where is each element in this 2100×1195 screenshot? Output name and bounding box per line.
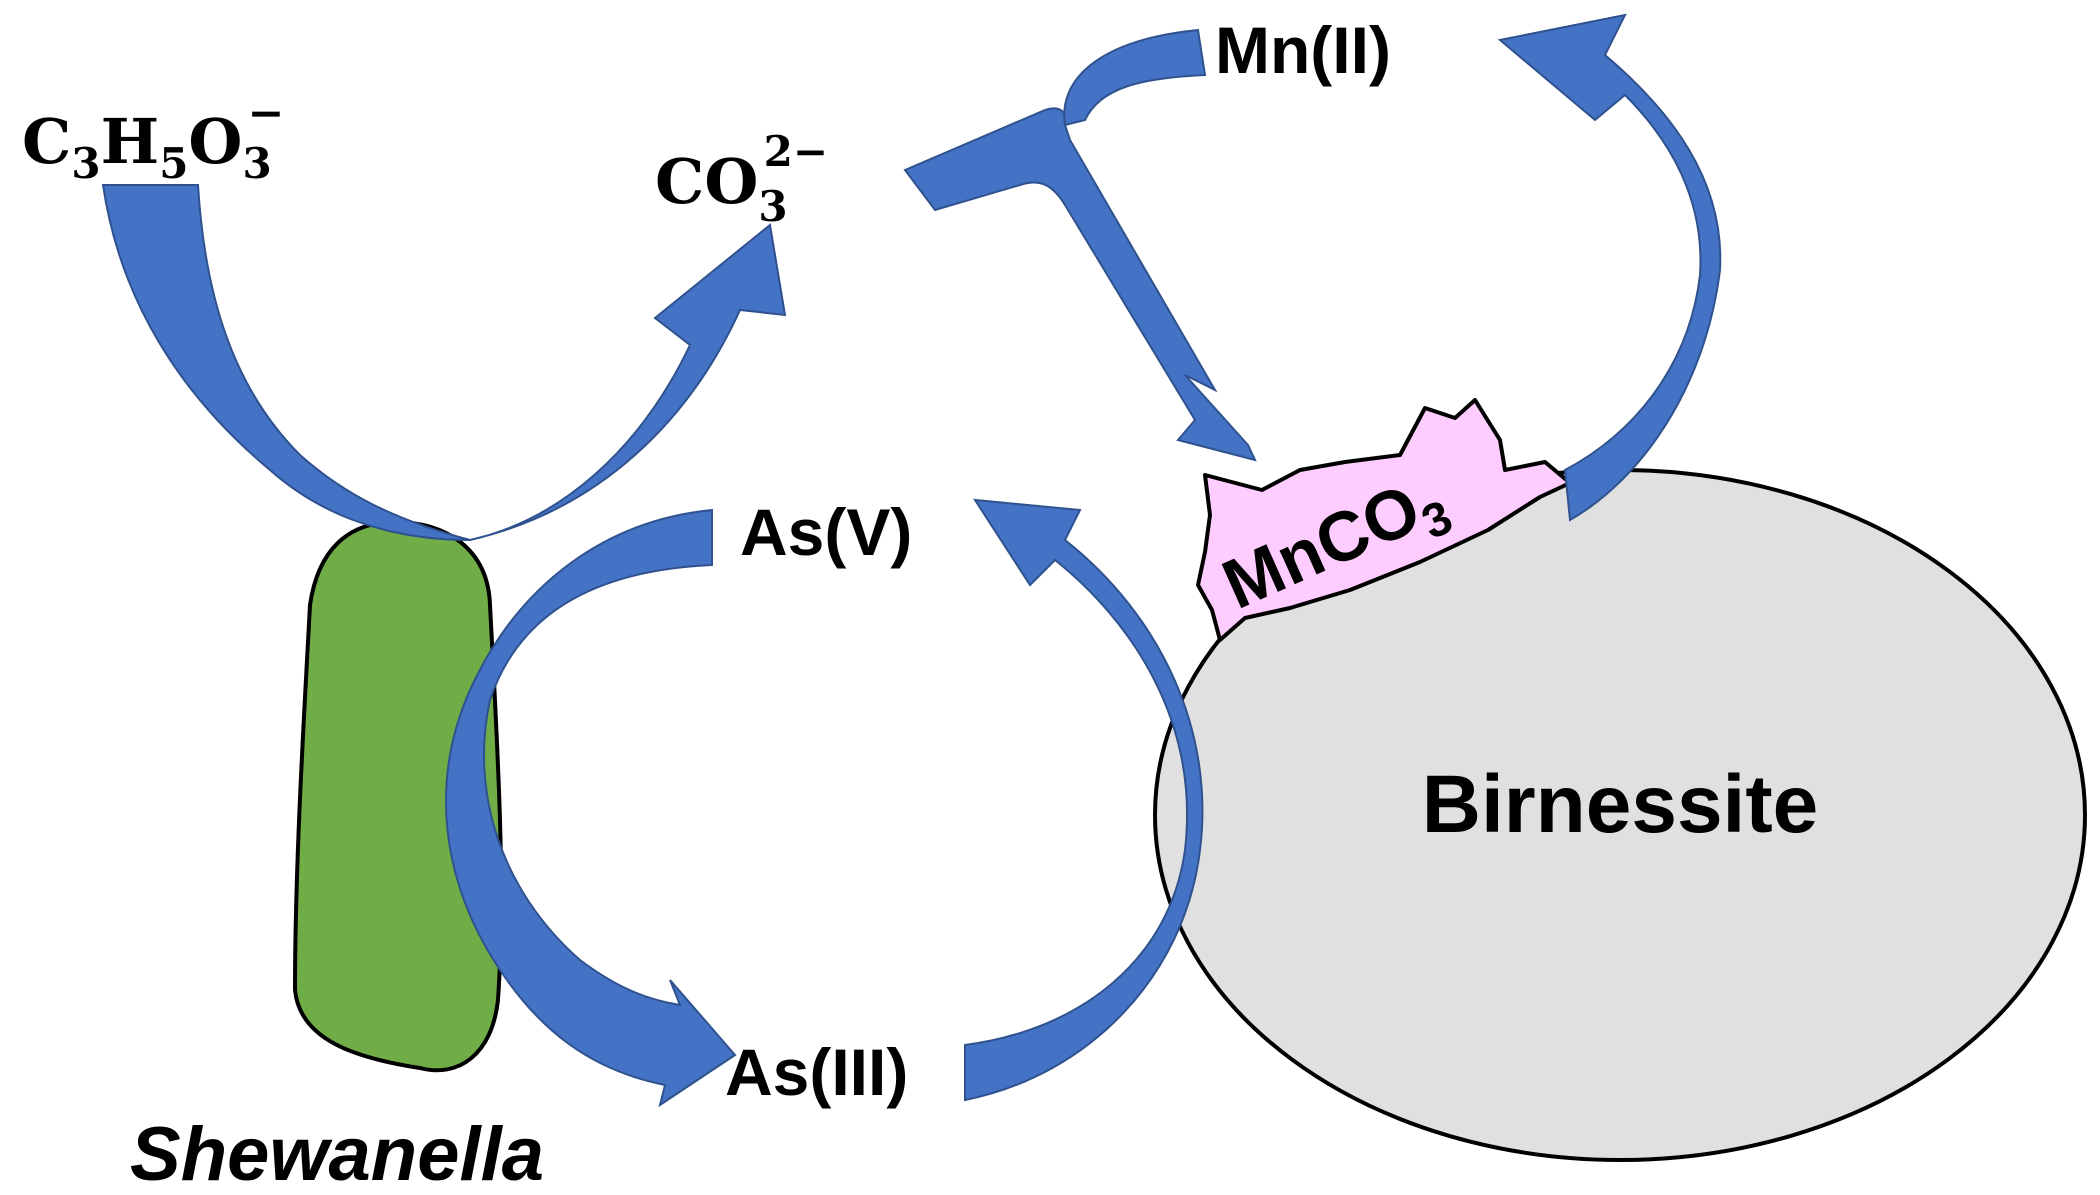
lactate-oxidation-arrow bbox=[101, 184, 471, 541]
arsenite-oxidation-arrow bbox=[964, 498, 1204, 1102]
shewanella-label: Shewanella bbox=[130, 1112, 544, 1195]
as5-label: As(V) bbox=[740, 495, 912, 569]
carbonate-to-mnco3-arrow bbox=[903, 107, 1257, 462]
arsenate-reduction-arrow bbox=[445, 508, 737, 1108]
shewanella-cell bbox=[292, 519, 504, 1073]
carbonate-label: CO32− bbox=[655, 127, 828, 231]
mn2-to-mnco3-arrow bbox=[1063, 28, 1207, 127]
birnessite-label: Birnessite bbox=[1422, 759, 1819, 850]
as3-label: As(III) bbox=[725, 1035, 908, 1109]
lactate-label: C3H5O3− bbox=[22, 88, 285, 188]
mn2-label: Mn(II) bbox=[1215, 13, 1391, 87]
birnessite-to-mn2-arrow bbox=[1497, 13, 1722, 522]
carbonate-production-arrow bbox=[469, 223, 787, 541]
mnco3-precipitate bbox=[1196, 398, 1572, 642]
